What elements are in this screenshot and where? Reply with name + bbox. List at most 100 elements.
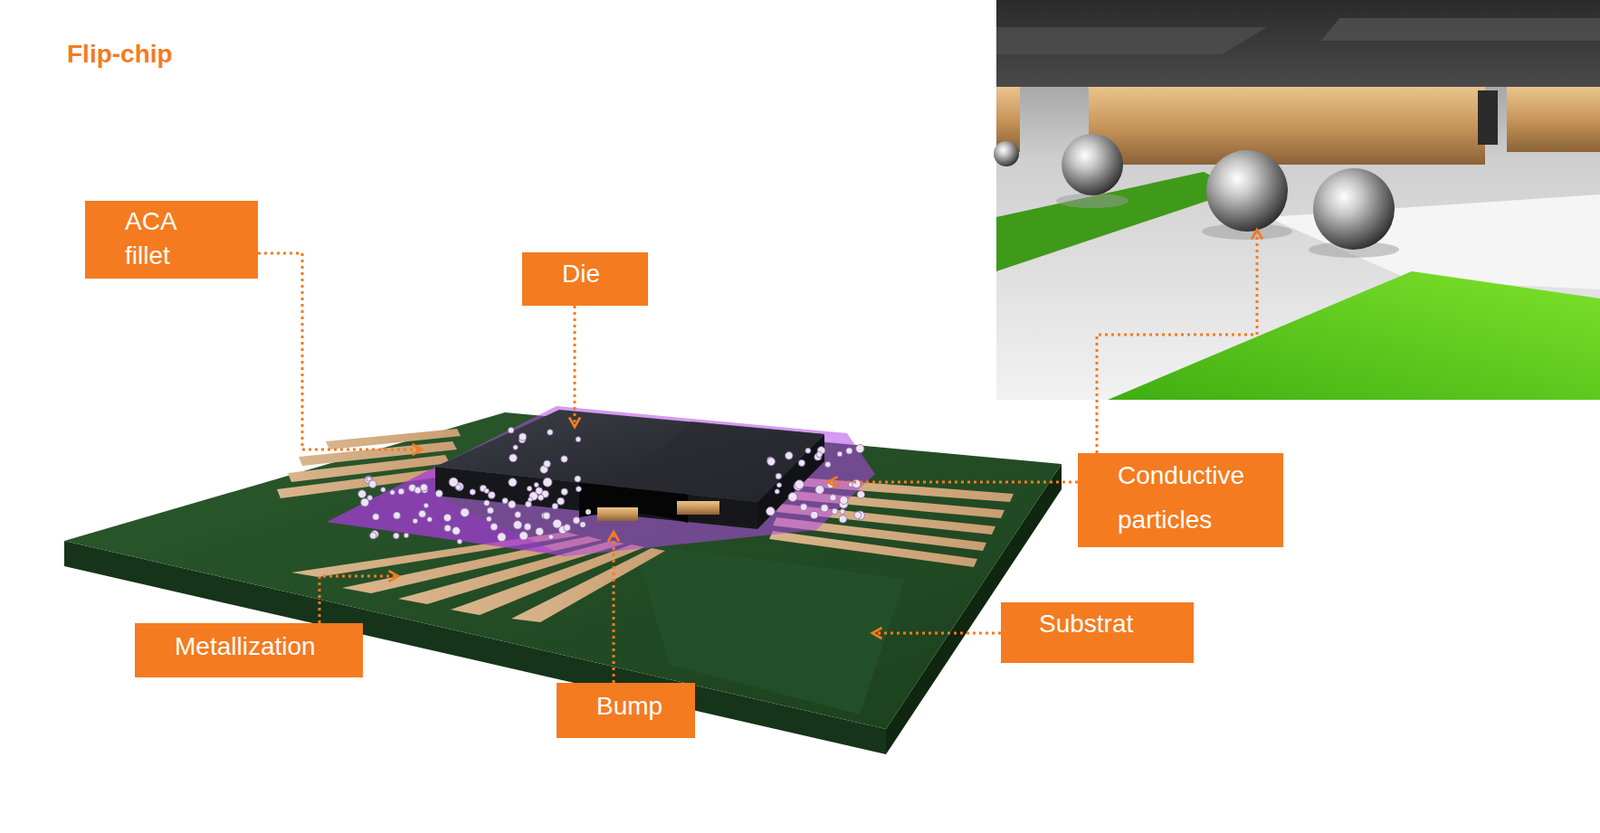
- particle: [825, 461, 831, 467]
- particle: [846, 447, 853, 455]
- particle: [548, 534, 553, 540]
- particle: [766, 507, 776, 517]
- particle: [815, 485, 825, 496]
- particle: [469, 489, 476, 496]
- particle: [535, 487, 543, 496]
- particle: [523, 523, 532, 532]
- inset-closeup: [993, 0, 1600, 400]
- particle: [800, 504, 808, 512]
- particle: [857, 491, 865, 499]
- particle: [366, 476, 372, 482]
- particle: [420, 484, 429, 492]
- particle: [575, 486, 581, 493]
- particle: [552, 503, 559, 510]
- particle: [502, 498, 508, 505]
- callout-label: Die: [561, 257, 600, 291]
- particle: [854, 512, 862, 520]
- particle: [537, 495, 544, 502]
- particle: [561, 456, 568, 463]
- leader-line: [1096, 229, 1258, 454]
- callout-box: ACA fillet: [85, 200, 258, 279]
- particle: [572, 517, 581, 525]
- particle: [838, 515, 847, 524]
- particle: [484, 500, 490, 506]
- callout-box: Conductive particles: [1077, 453, 1284, 548]
- callout-box: Bump: [556, 683, 696, 739]
- particle: [444, 524, 452, 533]
- particle: [372, 514, 380, 521]
- particle: [574, 476, 581, 483]
- leader-line: [872, 632, 1001, 636]
- particle: [369, 480, 377, 488]
- particle: [457, 539, 462, 544]
- bump: [597, 507, 639, 522]
- conductive-particles: [358, 427, 866, 544]
- particle: [456, 485, 462, 491]
- particle: [460, 508, 470, 518]
- particle: [452, 527, 461, 536]
- callout-box: Substrat: [1000, 602, 1194, 664]
- particle: [775, 473, 782, 480]
- particle: [390, 490, 395, 496]
- particle: [513, 521, 522, 530]
- particle: [774, 489, 780, 495]
- particle: [519, 433, 527, 441]
- particle: [393, 512, 401, 520]
- particle: [839, 496, 848, 505]
- bump: [676, 501, 720, 515]
- particle: [829, 495, 837, 502]
- particle: [776, 483, 781, 488]
- particle: [519, 532, 528, 541]
- die-top: [435, 409, 825, 503]
- leader-line: [573, 305, 577, 428]
- particle: [412, 518, 419, 524]
- particle: [435, 490, 443, 498]
- particle: [485, 516, 492, 523]
- particle: [443, 514, 451, 522]
- callout-label: Metallization: [174, 630, 316, 664]
- aca-fillet: [326, 406, 876, 557]
- particle: [547, 429, 553, 436]
- particle: [484, 488, 489, 494]
- particle: [837, 451, 843, 458]
- particle: [542, 512, 551, 520]
- particle: [370, 533, 377, 540]
- particle: [798, 459, 805, 467]
- particle: [487, 492, 496, 500]
- leader-line: [257, 253, 422, 450]
- callout-label: ACA fillet: [124, 204, 216, 274]
- particle: [508, 478, 517, 487]
- particle: [427, 517, 433, 524]
- callout-label: Bump: [596, 690, 663, 724]
- particle: [543, 460, 552, 468]
- die-top-shade: [615, 421, 825, 503]
- particle: [557, 497, 565, 505]
- particle: [398, 488, 405, 496]
- leader-line: [612, 532, 616, 684]
- particle: [419, 510, 427, 518]
- particle: [403, 533, 409, 538]
- callout-label: Conductive particles: [1117, 453, 1274, 543]
- leader-line: [828, 481, 1078, 485]
- particle: [563, 524, 572, 533]
- particle: [580, 522, 586, 528]
- particle: [816, 451, 822, 458]
- particle: [561, 488, 568, 496]
- particle: [508, 501, 516, 509]
- particle: [513, 445, 518, 450]
- particle: [526, 485, 533, 492]
- particle: [507, 427, 515, 434]
- particle: [393, 533, 400, 540]
- particle: [509, 454, 518, 463]
- particle: [380, 487, 386, 493]
- particle: [788, 493, 798, 503]
- particle: [361, 498, 370, 507]
- particle: [794, 480, 804, 490]
- particle: [535, 527, 544, 536]
- particle: [767, 457, 776, 467]
- particle: [514, 512, 522, 519]
- callout-box: Die: [522, 252, 648, 306]
